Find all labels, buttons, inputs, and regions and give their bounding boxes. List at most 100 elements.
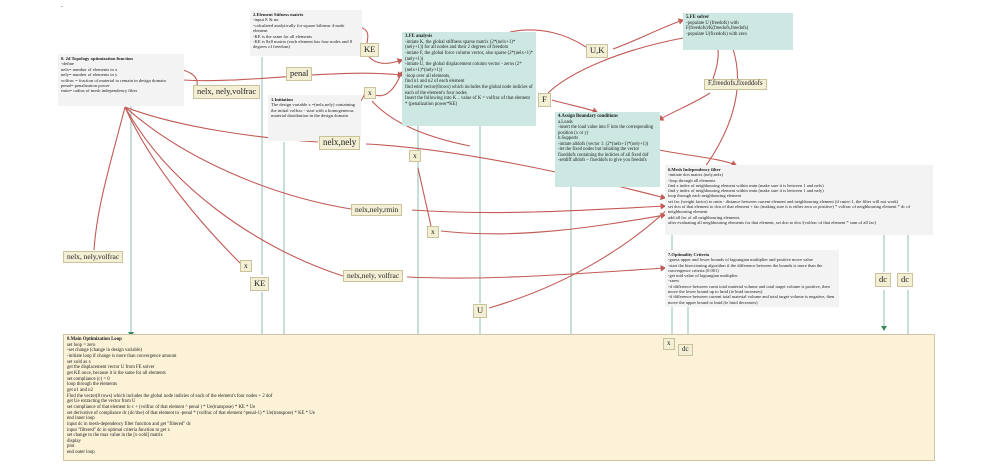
edge-label-nelx-nely-volfrac-mid[interactable]: nelx,nely, volfrac — [343, 270, 404, 283]
node-2-element-stiffness-matrix[interactable]: 2.Element Stifness matrix-input E & nu-c… — [250, 10, 362, 56]
connector-freedofs-label-to-box4 — [658, 92, 711, 121]
node-title: 3.FE analysis — [405, 34, 433, 39]
connector-box0-to-rmin-label — [124, 106, 352, 210]
node-line: -insert the load value into F into the c… — [558, 125, 654, 136]
node-line: find n1 and n2 of each element — [405, 79, 465, 85]
node-line: -KE is the same for all elements — [253, 33, 312, 39]
edge-label-penal[interactable]: penal — [286, 67, 313, 81]
node-line: a.Loads — [558, 119, 573, 125]
edge-label-nelx-nely-volfrac-top[interactable]: nelx, nely,volfrac — [193, 85, 261, 99]
node-line: -input E & nu — [253, 17, 279, 23]
edge-label-ke-top[interactable]: KE — [360, 43, 380, 57]
node-line: find y index of neighbouring element wit… — [668, 188, 824, 194]
connector-box0-to-volfrac-top — [182, 69, 198, 87]
connector-box0-to-x-d — [124, 106, 241, 264]
node-line: -set change (change in design variable) — [67, 348, 142, 354]
node-line: set compliance of that element to c + (v… — [67, 404, 256, 410]
node-line: -if difference between curnt total mater… — [668, 283, 830, 295]
edge-label-x-d[interactable]: x — [240, 260, 252, 273]
node-title: 5.FE solver — [686, 15, 710, 20]
connector-box4-to-box6 — [658, 149, 738, 167]
node-line: get n1 and n2 — [67, 387, 93, 393]
edge-label-u[interactable]: U — [473, 304, 488, 318]
connector-box0-to-volfrac-mid — [124, 106, 344, 277]
edge-label-dc-2[interactable]: dc — [897, 273, 914, 287]
edge-label-dc-3[interactable]: dc — [678, 344, 693, 356]
node-line: b.Supports — [558, 136, 579, 142]
connector-nelx-nely-to-box6 — [365, 143, 667, 201]
node-line: set compliance (c) = 0 — [67, 376, 110, 382]
node-line: set change to the max value in the [x-xo… — [67, 433, 163, 439]
edge-label-f[interactable]: F — [538, 93, 551, 107]
edge-label-ke-mid[interactable]: KE — [250, 277, 270, 291]
node-line: set derivative of compliance dc (dc/dxe)… — [67, 410, 315, 416]
node-line: -initiate loop if change is more than co… — [67, 353, 177, 359]
node-line: display — [67, 438, 81, 444]
connector-box5-to-freedofs-label — [712, 48, 719, 80]
node-line: -intiate F, the global force column vect… — [405, 50, 534, 62]
edge-label-f-freedofs-fixeddofs[interactable]: F,freedofs,fixeddofs — [704, 79, 767, 91]
edge-label-u-k[interactable]: U,K — [586, 44, 609, 58]
edge-label-x-e[interactable]: x — [663, 338, 675, 350]
node-line: -start the bisectioning algorithm if the… — [668, 262, 823, 273]
node-line: get KE once, because it is the same for … — [67, 370, 166, 376]
connector-box3-to-x-c — [417, 167, 432, 227]
node-line: set fac (weight factor) to rmin - distan… — [668, 198, 899, 204]
node-line: set xold as x — [67, 359, 91, 365]
node-line: The design variable x =(nelx,nely) conta… — [271, 102, 355, 119]
node-line: -KE is 8x8 matrix (each element has four… — [253, 39, 352, 50]
node-line: Insert the following into K .. value of … — [405, 96, 530, 107]
edge-label-x-a[interactable]: x — [364, 87, 376, 100]
node-line: -intiate alldofs (vector 1: (2*(nelx+1)*… — [558, 141, 649, 147]
node-title: 0. 2d Topology optimization function — [61, 56, 133, 61]
node-line: plot — [67, 444, 75, 450]
connector-ke-top-to-box3 — [368, 56, 404, 65]
node-line: get the displacement vector U from FE so… — [67, 365, 155, 371]
edge-label-nelx-nely-rmin[interactable]: nelx,nely,rmin — [351, 204, 403, 217]
node-line: get Ue extracting the vector from U — [67, 399, 136, 405]
node-line: loop through each neighbouring element — [668, 193, 741, 199]
node-line: -guess upper and lower bounds of lagrang… — [668, 257, 813, 263]
edge-label-nelx-nely-volfrac-left[interactable]: nelx, nely,volfrac — [63, 251, 124, 264]
connector-box3-to-uk — [509, 29, 587, 48]
node-line: -intiate U, the global displacement colu… — [405, 62, 522, 73]
node-line: find x index of neighbouring element wit… — [668, 182, 824, 188]
node-line: -setdiff alldofs – fixeddofs to give you… — [558, 158, 647, 164]
node-5-fe-solver[interactable]: 5.FE solver-populate U (freedofs) with F… — [683, 13, 793, 50]
node-title: 7.Optimality Criteria — [668, 252, 709, 257]
node-line: find edof vector(8rows) which includes t… — [405, 84, 533, 96]
edge-label-x-c[interactable]: x — [427, 226, 439, 239]
node-line: add all fac of all neighbouring elements — [668, 214, 740, 220]
node-line: nely= number of elements in y — [61, 72, 118, 78]
node-line: -get mid value of lagrangian multiplier — [668, 273, 738, 279]
node-line: -if difference between current total mat… — [668, 294, 835, 305]
edge-label-dc-1[interactable]: dc — [875, 273, 892, 287]
node-line: Find the vector(8 rows) which includes t… — [67, 393, 273, 399]
node-line: -loop through all elements — [668, 177, 716, 183]
node-0-topology-optimization-function[interactable]: 0. 2d Topology optimization function-def… — [58, 54, 184, 106]
node-line: input dc in mesh-dependency filter funct… — [67, 421, 191, 427]
edge-label-x-b[interactable]: x — [409, 150, 421, 163]
node-title: 1.Initiation — [271, 97, 293, 102]
node-line: -define — [61, 61, 75, 67]
node-6-mesh-independency-filter[interactable]: 6.Mesh Independency filter-initiate dcn … — [665, 165, 933, 235]
connector-x-a-crossing — [371, 100, 471, 147]
edge-label-nelx-nely[interactable]: nelx,nely — [319, 136, 361, 151]
node-title: 2.Element Stifness matrix — [253, 12, 304, 17]
node-3-fe-analysis[interactable]: 3.FE analysis-intiate K, the global stif… — [402, 32, 536, 126]
node-line: set loop = zero — [67, 342, 96, 348]
node-line: -intiate K, the global stiffness sparse … — [405, 39, 516, 51]
node-line: -let the fixed nodes but intiaiting the … — [558, 147, 649, 158]
node-line: -initiate dcn matrix (nely,nelx) — [668, 172, 723, 178]
connector-volfrac-mid-to-box7 — [406, 264, 667, 279]
node-line: input "filtered" dc in optimal criteria … — [67, 427, 170, 433]
connector-box2-to-ke-top — [359, 26, 369, 44]
node-title: 6.Mesh Independency filter — [668, 167, 721, 172]
stray-mark: . — [61, 0, 63, 9]
node-7-optimality-criteria[interactable]: 7.Optimality Criteria-guess upper and lo… — [665, 250, 839, 307]
